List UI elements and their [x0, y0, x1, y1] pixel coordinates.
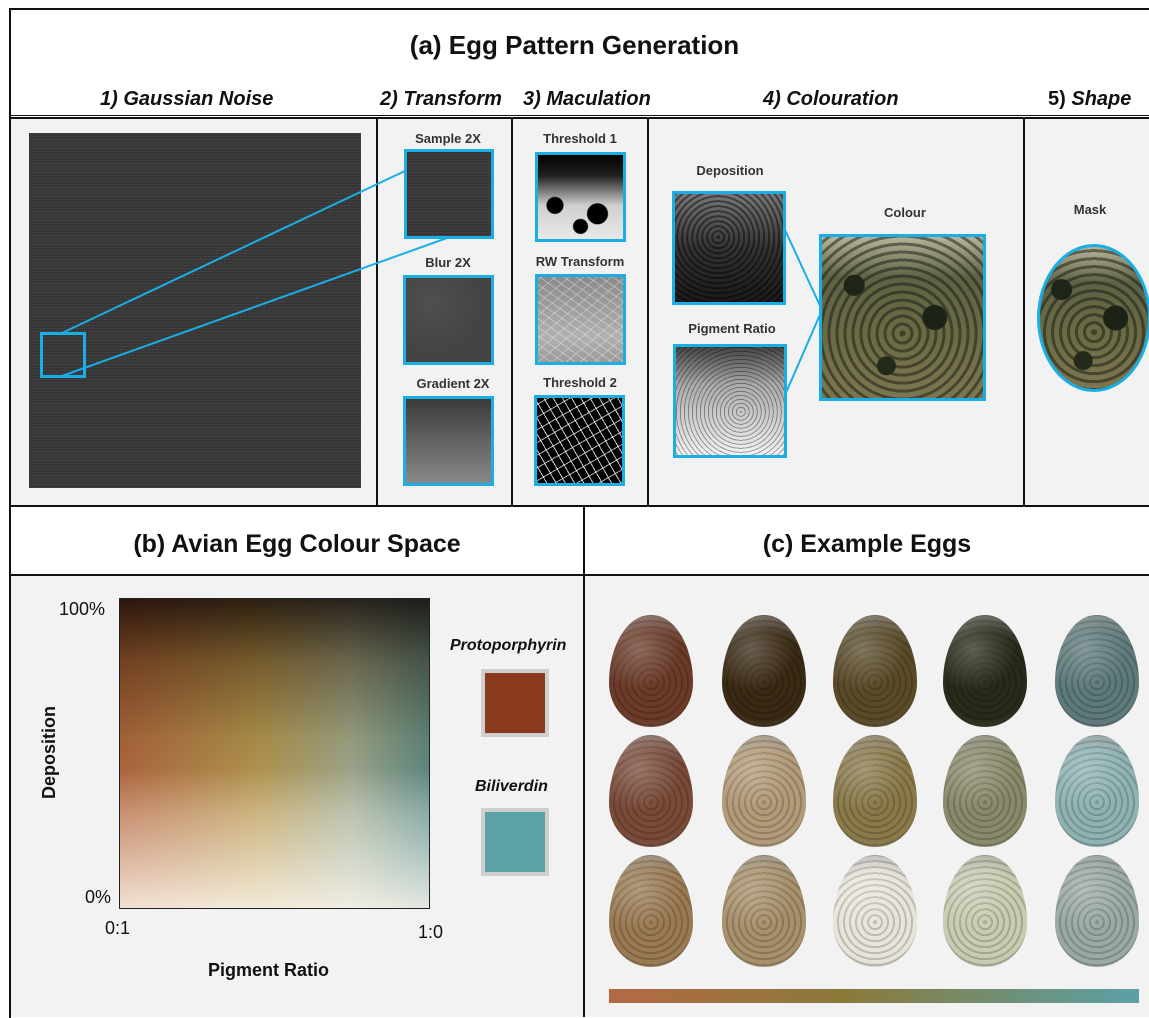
example-egg	[943, 615, 1027, 727]
column-header-transform: 2) Transform	[380, 88, 502, 110]
divider-1	[376, 119, 378, 505]
example-egg	[722, 615, 806, 727]
maculation-step-label: RW Transform	[535, 254, 625, 269]
example-egg	[833, 855, 917, 967]
example-egg	[1055, 735, 1139, 847]
x-axis-label: Pigment Ratio	[208, 960, 330, 980]
panel-b-header-rule	[9, 574, 584, 576]
column-header-gaussian-noise: 1) Gaussian Noise	[100, 88, 274, 110]
sample-2x-image	[404, 149, 494, 239]
rw-transform-image	[535, 274, 626, 365]
deposition-image	[672, 191, 786, 305]
panel-a-top-border	[9, 8, 1149, 10]
example-colour-gradient-bar	[609, 989, 1139, 1003]
protoporphyrin-label: Protoporphyrin	[450, 637, 567, 654]
colour-label: Colour	[884, 205, 926, 220]
header-rule	[9, 117, 1149, 119]
maculation-step-label: Threshold 1	[543, 131, 617, 146]
maculation-step-label: Threshold 2	[543, 375, 617, 390]
example-egg	[943, 735, 1027, 847]
example-egg	[1055, 615, 1139, 727]
panel-a-left-border	[9, 8, 11, 1018]
shape-word: Shape	[1071, 88, 1132, 110]
divider-2	[511, 119, 513, 505]
mask-label: Mask	[1073, 202, 1107, 217]
example-egg	[722, 735, 806, 847]
panels-bc-top-border	[9, 505, 1149, 507]
example-egg	[943, 855, 1027, 967]
column-header-maculation: 3) Maculation	[523, 88, 651, 110]
example-egg	[609, 735, 693, 847]
panels-bc-divider	[583, 505, 585, 1017]
mask-egg-image	[1037, 244, 1149, 392]
header-rule-top	[9, 115, 1149, 116]
shape-number: 5)	[1048, 88, 1066, 110]
y-axis-top-tick: 100%	[59, 599, 106, 619]
gradient-2x-image	[403, 396, 494, 486]
gaussian-noise-image	[29, 133, 361, 488]
biliverdin-label: Biliverdin	[475, 778, 548, 795]
pigment-ratio-label: Pigment Ratio	[688, 321, 776, 336]
transform-step-label: Sample 2X	[415, 131, 481, 146]
example-egg	[833, 615, 917, 727]
divider-3	[647, 119, 649, 505]
example-egg	[609, 615, 693, 727]
column-header-shape: 5) Shape	[1048, 88, 1131, 111]
transform-step-label: Gradient 2X	[416, 376, 490, 391]
example-egg	[722, 855, 806, 967]
panel-c-header-rule	[585, 574, 1149, 576]
x-axis-left-tick: 0:1	[105, 918, 131, 938]
threshold-1-image	[535, 152, 626, 242]
blur-2x-image	[403, 275, 494, 365]
protoporphyrin-swatch	[481, 669, 549, 737]
deposition-label: Deposition	[696, 163, 764, 178]
y-axis-bottom-tick: 0%	[85, 887, 112, 907]
example-egg	[609, 855, 693, 967]
example-egg	[1055, 855, 1139, 967]
colour-image	[819, 234, 986, 401]
y-axis-label: Deposition	[39, 706, 59, 799]
colour-space-white-fade	[120, 599, 429, 908]
threshold-2-image	[534, 395, 625, 486]
biliverdin-swatch	[481, 808, 549, 876]
pigment-ratio-image	[673, 344, 787, 458]
transform-step-label: Blur 2X	[425, 255, 471, 270]
panel-c-title: (c) Example Eggs	[762, 530, 972, 558]
x-axis-right-tick: 1:0	[418, 922, 444, 942]
zoom-lines	[61, 169, 823, 396]
column-header-colouration: 4) Colouration	[763, 88, 899, 110]
divider-4	[1023, 119, 1025, 505]
panel-b-title: (b) Avian Egg Colour Space	[133, 530, 461, 558]
example-egg	[833, 735, 917, 847]
panel-a-title: (a) Egg Pattern Generation	[409, 30, 740, 60]
